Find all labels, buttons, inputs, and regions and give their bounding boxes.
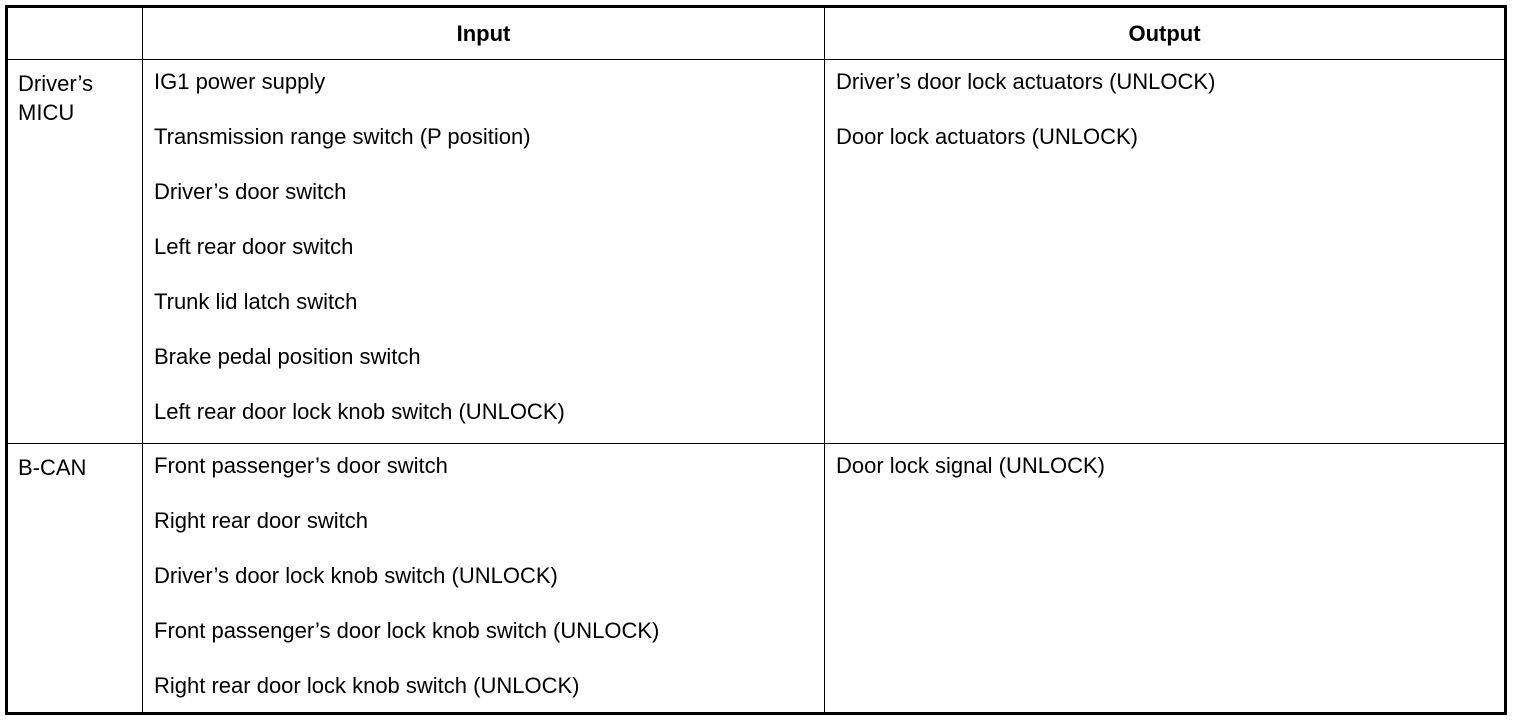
input-list-b-can: Front passenger’s door switch Right rear… xyxy=(154,453,659,728)
row-divider xyxy=(8,443,1504,444)
input-item: Right rear door lock knob switch (UNLOCK… xyxy=(154,673,580,698)
output-list-b-can: Door lock signal (UNLOCK) xyxy=(836,453,1105,508)
input-list-drivers-micu: IG1 power supply Transmission range swit… xyxy=(154,69,565,454)
output-item: Door lock actuators (UNLOCK) xyxy=(836,124,1138,149)
header-input: Input xyxy=(456,20,511,46)
input-item: IG1 power supply xyxy=(154,69,326,94)
column-divider xyxy=(142,8,143,712)
input-item: Right rear door switch xyxy=(154,508,368,533)
input-item: Driver’s door lock knob switch (UNLOCK) xyxy=(154,563,558,588)
output-item: Driver’s door lock actuators (UNLOCK) xyxy=(836,69,1216,94)
row-label-b-can: B-CAN xyxy=(18,455,87,480)
header-output: Output xyxy=(1128,20,1201,46)
row-divider xyxy=(8,59,1504,60)
input-item: Left rear door lock knob switch (UNLOCK) xyxy=(154,399,565,424)
output-item: Door lock signal (UNLOCK) xyxy=(836,453,1105,478)
input-item: Front passenger’s door switch xyxy=(154,453,448,478)
io-table: Input Output Driver’s MICU IG1 power sup… xyxy=(5,5,1507,715)
input-item: Trunk lid latch switch xyxy=(154,289,358,314)
row-label-drivers-micu: Driver’s MICU xyxy=(18,71,93,125)
input-item: Left rear door switch xyxy=(154,234,354,259)
output-list-drivers-micu: Driver’s door lock actuators (UNLOCK) Do… xyxy=(836,69,1215,179)
input-item: Transmission range switch (P position) xyxy=(154,124,531,149)
input-item: Front passenger’s door lock knob switch … xyxy=(154,618,660,643)
column-divider xyxy=(824,8,825,712)
header-corner xyxy=(8,8,142,59)
input-item: Brake pedal position switch xyxy=(154,344,421,369)
input-item: Driver’s door switch xyxy=(154,179,347,204)
